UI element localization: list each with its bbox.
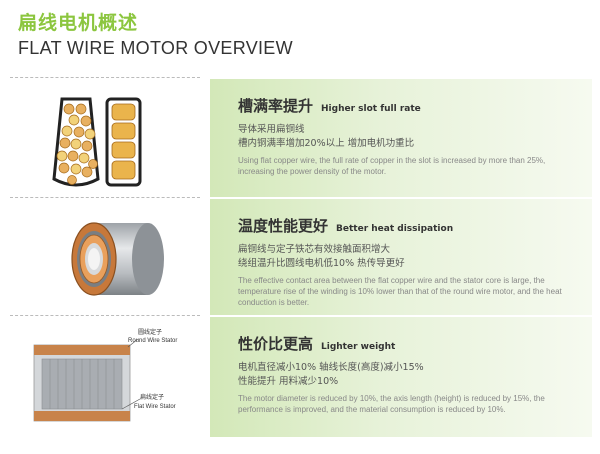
feature-panel: 槽满率提升 Higher slot full rate 导体采用扁铜线 槽内铜满率… [210, 79, 592, 197]
feature-text-cn: 扁铜线与定子铁芯有效接触面积增大 [238, 244, 391, 255]
page-title-en: FLAT WIRE MOTOR OVERVIEW [18, 38, 293, 58]
stator-core-image [71, 222, 164, 296]
slot-comparison-image [52, 97, 142, 187]
divider [10, 315, 200, 316]
flat-wire-label-en: Flat Wire Stator [134, 404, 176, 410]
feature-text-en: The effective contact area between the f… [238, 276, 562, 307]
round-wire-label-en: Round Wire Stator [128, 338, 177, 344]
feature-panel: 温度性能更好 Better heat dissipation 扁铜线与定子铁芯有效… [210, 199, 592, 315]
feature-title-en: Better heat dissipation [336, 224, 454, 234]
feature-title-cn: 槽满率提升 [238, 97, 314, 115]
feature-text-cn: 导体采用扁铜线 [238, 124, 305, 135]
feature-text-cn: 绕组温升比圆线电机低10% 热传导更好 [238, 258, 405, 269]
round-wire-label-cn: 圆线定子 [138, 328, 162, 336]
flat-wire-slot-illustration [105, 97, 142, 187]
round-wire-slot-illustration [52, 97, 100, 187]
feature-panel: 性价比更高 Lighter weight 电机直径减小10% 轴线长度(高度)减小… [210, 317, 592, 437]
feature-title-en: Lighter weight [321, 342, 396, 352]
feature-text-cn: 性能提升 用料减少10% [238, 376, 339, 387]
divider [10, 77, 200, 78]
section-weight: 圆线定子 Round Wire Stator 扁线定子 Flat Wire St… [10, 317, 592, 437]
divider [10, 197, 200, 198]
feature-text-en: Using flat copper wire, the full rate of… [238, 156, 546, 176]
flat-wire-label-cn: 扁线定子 [140, 393, 164, 401]
section-slot-fill: 槽满率提升 Higher slot full rate 导体采用扁铜线 槽内铜满率… [10, 79, 592, 197]
section-heat: 温度性能更好 Better heat dissipation 扁铜线与定子铁芯有效… [10, 199, 592, 315]
feature-title-cn: 性价比更高 [238, 335, 314, 353]
feature-text-cn: 电机直径减小10% 轴线长度(高度)减小15% [238, 362, 424, 373]
feature-text-en: The motor diameter is reduced by 10%, th… [238, 394, 545, 414]
feature-title-en: Higher slot full rate [321, 104, 421, 114]
stator-size-comparison-image: 圆线定子 Round Wire Stator 扁线定子 Flat Wire St… [33, 328, 177, 422]
feature-text-cn: 槽内铜满率增加20%以上 增加电机功重比 [238, 138, 415, 149]
page-title-cn: 扁线电机概述 [18, 12, 139, 34]
feature-title-cn: 温度性能更好 [238, 217, 329, 235]
